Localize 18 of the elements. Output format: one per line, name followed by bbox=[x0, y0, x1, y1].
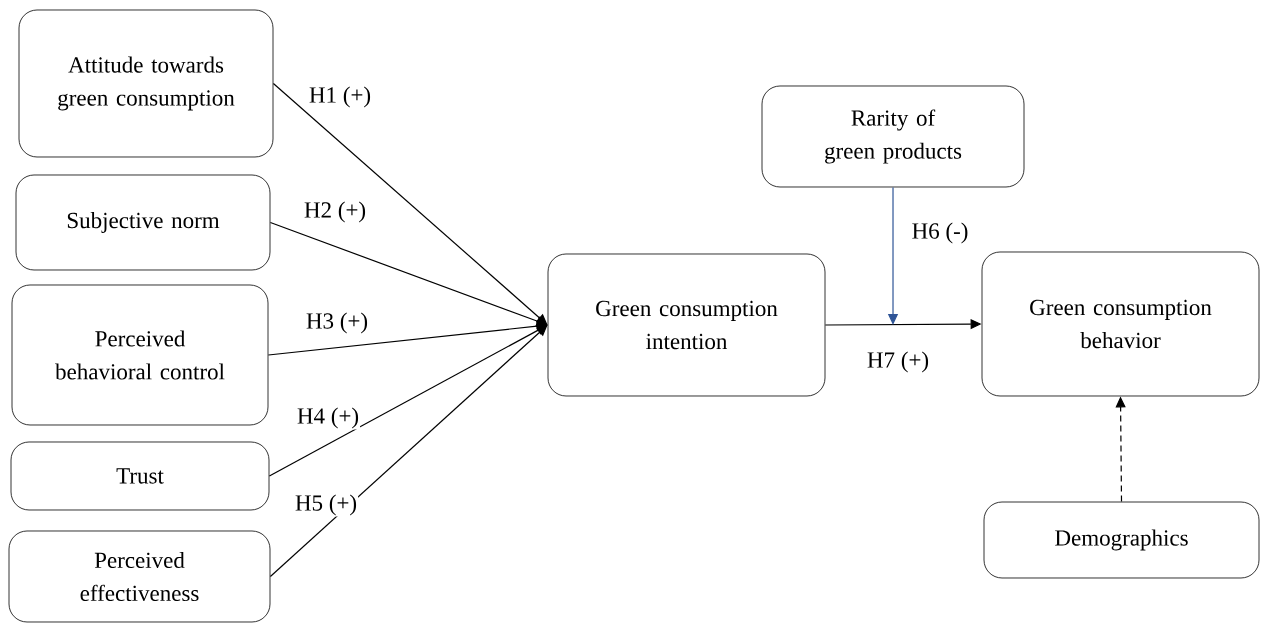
edge-label: H2 (+) bbox=[302, 200, 368, 224]
concept-box: Demographics bbox=[983, 501, 1260, 579]
concept-box: Rarity of green products bbox=[761, 85, 1025, 188]
concept-box: Subjective norm bbox=[15, 174, 271, 271]
edge-label: H5 (+) bbox=[293, 493, 359, 517]
concept-box: Green consumption behavior bbox=[981, 251, 1260, 397]
concept-box: Perceived behavioral control bbox=[11, 284, 269, 426]
edge-label: H1 (+) bbox=[307, 85, 373, 109]
concept-box: Attitude towards green consumption bbox=[18, 9, 274, 158]
concept-box: Perceived effectiveness bbox=[8, 530, 271, 623]
concept-box: Trust bbox=[10, 441, 270, 511]
edge-label: H7 (+) bbox=[865, 350, 931, 374]
edge-label: H4 (+) bbox=[295, 406, 361, 430]
concept-box: Green consumption intention bbox=[547, 253, 826, 397]
arrow bbox=[272, 82, 548, 325]
edge-label: H3 (+) bbox=[304, 311, 370, 335]
arrow bbox=[269, 325, 548, 578]
edge-label: H6 (-) bbox=[910, 221, 970, 245]
